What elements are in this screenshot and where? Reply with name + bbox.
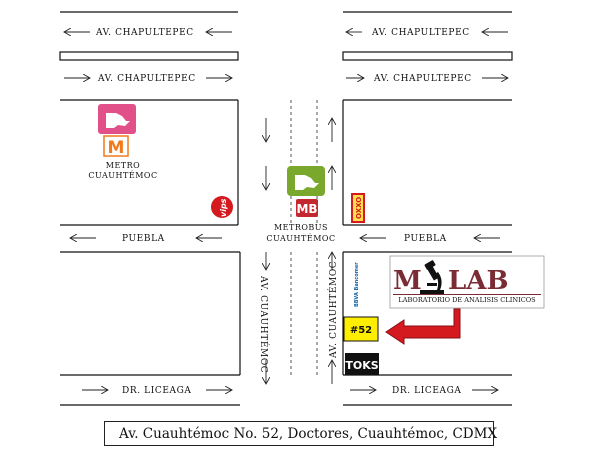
metrobus-label: METROBUS [274, 223, 328, 232]
toks-logo: TOKS [345, 353, 379, 375]
street-label-cuauhtemoc: AV. CUAUHTÉMOC [327, 261, 339, 359]
address-number-badge [343, 316, 379, 342]
location-pointer-arrow [385, 308, 461, 345]
bbva-logo: BBVA Bancomer [348, 262, 361, 307]
street-label-chapultepec: AV. CHAPULTEPEC [373, 74, 472, 84]
street-label-chapultepec: AV. CHAPULTEPEC [371, 28, 470, 38]
toks-wordmark: TOKS [345, 359, 378, 372]
address-text: Av. Cuauhtémoc No. 52, Doctores, Cuauhté… [119, 425, 498, 442]
street-label-puebla: PUEBLA [404, 234, 447, 244]
street-label-chapultepec: AV. CHAPULTEPEC [95, 28, 194, 38]
metrobus-label: CUAUHTÉMOC [266, 234, 335, 243]
lab-brand-m: M [393, 266, 422, 296]
bbva-wordmark: BBVA Bancomer [354, 262, 360, 307]
microscope-icon [420, 260, 444, 294]
lab-brand-lab: LAB [448, 266, 508, 296]
street-label-liceaga: DR. LICEAGA [392, 386, 462, 396]
oxxo-logo: OXXO [351, 193, 365, 223]
road-chapultepec [59, 11, 513, 101]
street-label-chapultepec: AV. CHAPULTEPEC [97, 74, 196, 84]
city-blocks [60, 100, 512, 406]
metrobus-logo: MB [287, 166, 325, 217]
street-label-puebla: PUEBLA [122, 234, 165, 244]
traffic-arrows [64, 32, 508, 390]
lab-subtitle: LABORATORIO DE ANALISIS CLINICOS [398, 296, 536, 304]
vips-wordmark: vips [219, 198, 228, 217]
address-box: Av. Cuauhtémoc No. 52, Doctores, Cuauhté… [104, 421, 498, 446]
metrobus-mb-icon: MB [296, 202, 317, 216]
metro-label: METRO [106, 161, 140, 170]
street-label-liceaga: DR. LICEAGA [122, 386, 192, 396]
metro-m-icon: M [108, 138, 125, 158]
street-label-cuauhtemoc: AV. CUAUHTÉMOC [258, 275, 270, 373]
vips-logo: vips [211, 196, 233, 218]
address-number-label: #52 [350, 325, 372, 336]
lab-logo: M LAB LABORATORIO DE ANALISIS CLINICOS [389, 255, 545, 309]
oxxo-wordmark: OXXO [355, 197, 363, 219]
metro-logo: M [98, 104, 136, 158]
metro-label: CUAUHTÉMOC [88, 171, 157, 180]
